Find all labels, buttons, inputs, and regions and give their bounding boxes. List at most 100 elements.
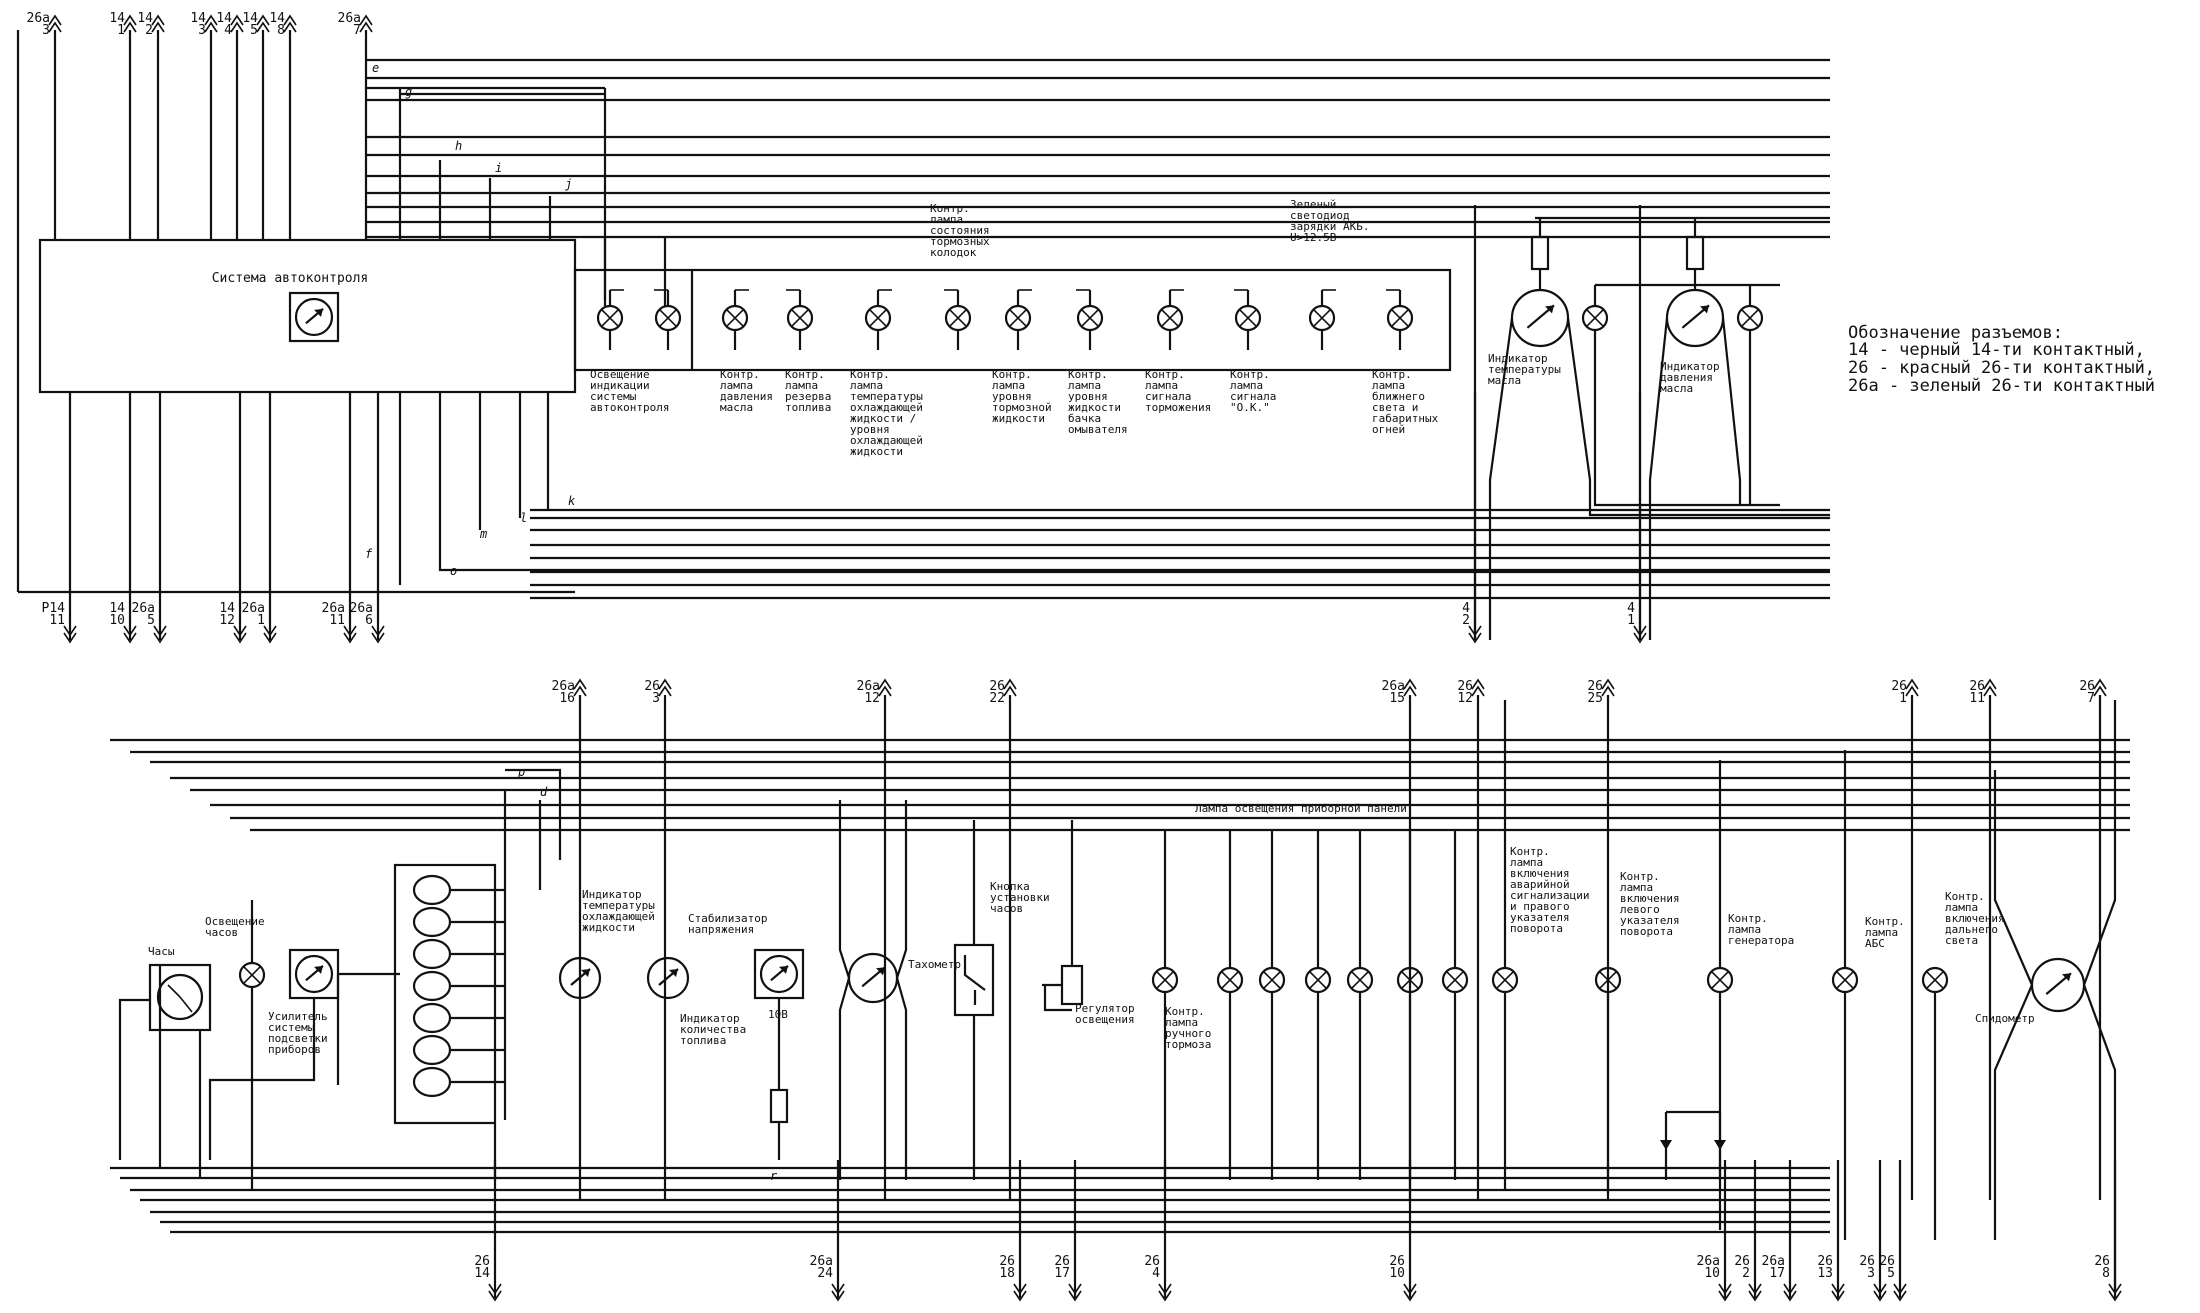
lower-bottom-connector-label: 26 (1054, 1254, 1070, 1269)
oil-temperature-label-line: температуры (1488, 363, 1561, 376)
display-gauge-icon (294, 297, 334, 337)
stabilizer-label-line: Стабилизатор (688, 912, 767, 925)
lower-top-connector-1 (573, 678, 587, 697)
wire-letter: o (450, 564, 457, 578)
lamp-label-line: уровня (850, 423, 890, 436)
high-beam-lamp-label-line: дальнего (1945, 923, 1998, 936)
connector-arrow (123, 625, 137, 644)
panel-lamp-icon (1304, 966, 1332, 994)
lower-top-connector-label: 26 (2079, 679, 2095, 694)
control-system-title: Система автоконтроля (212, 271, 369, 286)
lamp-label-line: сигнала (1230, 390, 1276, 403)
green-led-label-line: Зеленый (1290, 198, 1336, 211)
lower-top-connector-2 (658, 678, 672, 697)
warning-lamp-icon (1386, 304, 1414, 332)
top-connector-label: 1 (117, 23, 125, 38)
clock-button-label-line: установки (990, 891, 1050, 904)
wire (1566, 317, 1830, 517)
connector-arrow (1471, 678, 1485, 697)
lamp-label-line: Контр. (720, 368, 760, 381)
lower-bottom-connector-12 (1893, 1283, 1907, 1302)
top-connector-label: 26а (338, 11, 361, 26)
components (38, 14, 2122, 1302)
fuel-gauge-icon (646, 956, 690, 1000)
high-beam-lamp-label-line: света (1945, 934, 1978, 947)
wire (1488, 317, 1514, 640)
lamp-cross (1391, 309, 1409, 327)
warning-lamp-icon (654, 304, 682, 332)
green-led-label-line: зарядки АКБ. (1290, 220, 1369, 233)
stabilizer-box (753, 948, 805, 1000)
lower-top-connector-label: 1 (1899, 691, 1907, 706)
clock-button-box (953, 943, 995, 1017)
generator-lamp-label-line: Контр. (1728, 912, 1768, 925)
generator-lamp-label-line: генератора (1728, 934, 1794, 947)
lamp-label-line: Контр. (1145, 368, 1185, 381)
lamp-label-line: топлива (785, 401, 831, 414)
lamp-cross (1009, 309, 1027, 327)
lower-top-connector-8 (1905, 678, 1919, 697)
dimmer-gauge-icon (294, 954, 334, 994)
lamp-circle (1304, 966, 1332, 994)
lamp-circle (1736, 304, 1764, 332)
wire (1721, 317, 1742, 505)
lamp-label-line: лампа (1145, 379, 1178, 392)
lower-bottom-connector-6 (1403, 1283, 1417, 1302)
top-connector-3 (151, 14, 165, 33)
gauge-arrowhead (669, 969, 678, 977)
top-connector-4 (204, 14, 218, 33)
gauge-circle (1665, 288, 1725, 348)
handbrake-label-line: ручного (1165, 1027, 1211, 1040)
fuel-gauge-label-line: количества (680, 1023, 746, 1036)
hazard-lamp-label-line: поворота (1510, 922, 1563, 935)
wire (895, 977, 908, 1180)
connector-arrow (343, 625, 357, 644)
lower-top-connector-label: 12 (1457, 691, 1473, 706)
lamp-circle (1258, 966, 1286, 994)
lamp-cross (1313, 309, 1331, 327)
warning-lamp-icon (1581, 304, 1609, 332)
lamp-label-line: Контр. (1372, 368, 1412, 381)
connector-arrow (63, 625, 77, 644)
panel-lamp-icon (1396, 966, 1424, 994)
lower-bottom-connector-label: 26а (1697, 1254, 1720, 1269)
top-connector-label: 7 (353, 23, 361, 38)
panel-lamp-icon (1346, 966, 1374, 994)
lamp-label-line: автоконтроля (590, 401, 669, 414)
abs-lamp-label-line: Контр. (1865, 915, 1905, 928)
upper-bottom-connector-label: 14 (109, 601, 125, 616)
resistor-icon (1530, 235, 1550, 271)
wire-letter: h (455, 139, 462, 153)
lamp-circle (1581, 304, 1609, 332)
lower-bottom-connector-label: 18 (999, 1266, 1015, 1281)
gauge-circle (294, 954, 334, 994)
lamp-cross (1711, 971, 1729, 989)
lower-bottom-connector-label: 14 (474, 1266, 490, 1281)
wire-letter: k (568, 494, 576, 508)
lamp-label-line: охлаждающей (850, 434, 923, 447)
left-turn-lamp-label-line: поворота (1620, 925, 1673, 938)
lamp-circle (1921, 966, 1949, 994)
warning-lamp-icon (1706, 966, 1734, 994)
handbrake-label-line: Контр. (1165, 1005, 1205, 1018)
clock-box (148, 963, 212, 1032)
connector-arrow (1873, 1283, 1887, 1302)
lamp-circle (1308, 304, 1336, 332)
lamp-panel-box (573, 268, 1452, 372)
warning-lamp-icon (1491, 966, 1519, 994)
lamp-cross (1446, 971, 1464, 989)
lamp-label-line: габаритных (1372, 412, 1439, 425)
lower-top-connector-label: 26а (857, 679, 880, 694)
lamp-label-line: Контр. (992, 368, 1032, 381)
top-connector-label: 14 (137, 11, 153, 26)
connector-arrow (488, 1283, 502, 1302)
abs-lamp-label-line: лампа (1865, 926, 1898, 939)
clock-button-label-line: Кнопка (990, 880, 1030, 893)
wire (1648, 317, 1669, 640)
left-turn-lamp-label-line: указателя (1620, 914, 1680, 927)
lamp-circle (238, 961, 266, 989)
dimmer-label-line: приборов (268, 1043, 321, 1056)
lower-bottom-connector-label: 26 (1389, 1254, 1405, 1269)
upper-bottom-connector-label: 26а (132, 601, 155, 616)
top-connector-2 (123, 14, 137, 33)
